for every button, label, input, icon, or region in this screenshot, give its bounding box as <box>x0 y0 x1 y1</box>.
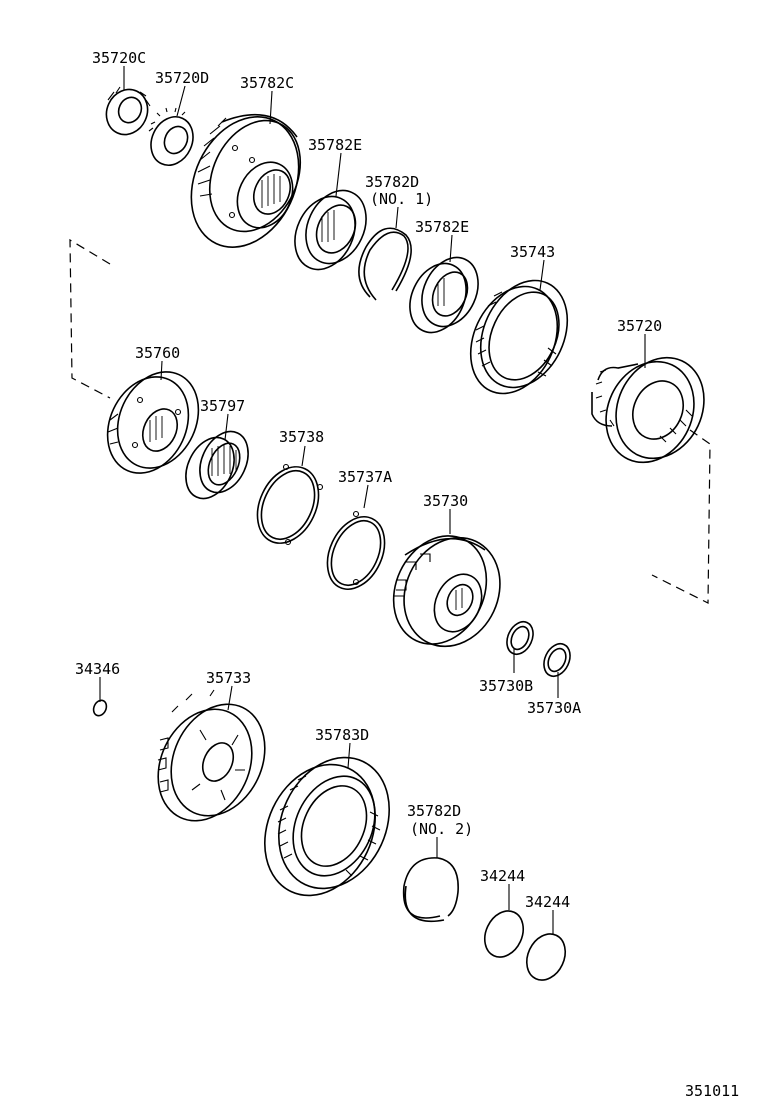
label-35720: 35720 <box>617 317 662 335</box>
label-35730A: 35730A <box>527 699 581 717</box>
snap-ring-35782D-no2 <box>402 857 459 922</box>
label-35733: 35733 <box>206 669 251 687</box>
label-34244-lower: 34244 <box>525 893 570 911</box>
label-35737A: 35737A <box>338 468 392 486</box>
label-35797: 35797 <box>200 397 245 415</box>
label-35738: 35738 <box>279 428 324 446</box>
gear-drum-35782C <box>190 114 302 248</box>
o-ring-34346 <box>92 699 108 717</box>
thrust-ring-35738 <box>256 463 324 546</box>
label-35743: 35743 <box>510 243 555 261</box>
label-35782D-no1: 35782D <box>365 173 419 191</box>
label-35782D-no2-note: (NO. 2) <box>410 820 473 838</box>
label-35782E-upper: 35782E <box>308 136 362 154</box>
label-35730B: 35730B <box>479 677 533 695</box>
label-34244-upper: 34244 <box>480 867 525 885</box>
lock-washer-35720D <box>148 107 194 166</box>
seal-34244-lower <box>525 933 567 981</box>
clutch-35783D <box>264 756 390 897</box>
leader-lines <box>99 66 646 934</box>
bearing-35782E-upper <box>294 189 367 271</box>
ring-gear-35743 <box>469 279 569 395</box>
assembly-dashed-lines <box>69 238 711 604</box>
label-35782C: 35782C <box>240 74 294 92</box>
label-35730: 35730 <box>423 492 468 510</box>
planetary-carrier-35720 <box>591 356 705 464</box>
snap-ring-35782D-no1 <box>358 227 412 301</box>
bearing-35782E-lower <box>409 256 479 334</box>
label-35760: 35760 <box>135 344 180 362</box>
label-34346: 34346 <box>75 660 120 678</box>
clutch-hub-35760 <box>106 371 200 474</box>
gear-35733 <box>157 689 266 822</box>
seal-34244-upper <box>483 910 525 958</box>
label-35720C: 35720C <box>92 49 146 67</box>
washer-35730A <box>543 642 571 678</box>
label-35782E-lower: 35782E <box>415 218 469 236</box>
washer-35730B <box>506 620 534 656</box>
diagram-number: 351011 <box>685 1082 739 1100</box>
needle-bearing-35797 <box>185 430 249 500</box>
label-35782D-no1-note: (NO. 1) <box>370 190 433 208</box>
gear-drum-35730 <box>392 535 501 648</box>
label-35783D: 35783D <box>315 726 369 744</box>
label-35782D-no2: 35782D <box>407 802 461 820</box>
snap-ring-35737A <box>326 510 386 590</box>
label-35720D: 35720D <box>155 69 209 87</box>
part-labels: 35720C 35720D 35782C 35782E 35782D (NO. … <box>75 49 739 1100</box>
nut-35720C <box>105 86 151 136</box>
